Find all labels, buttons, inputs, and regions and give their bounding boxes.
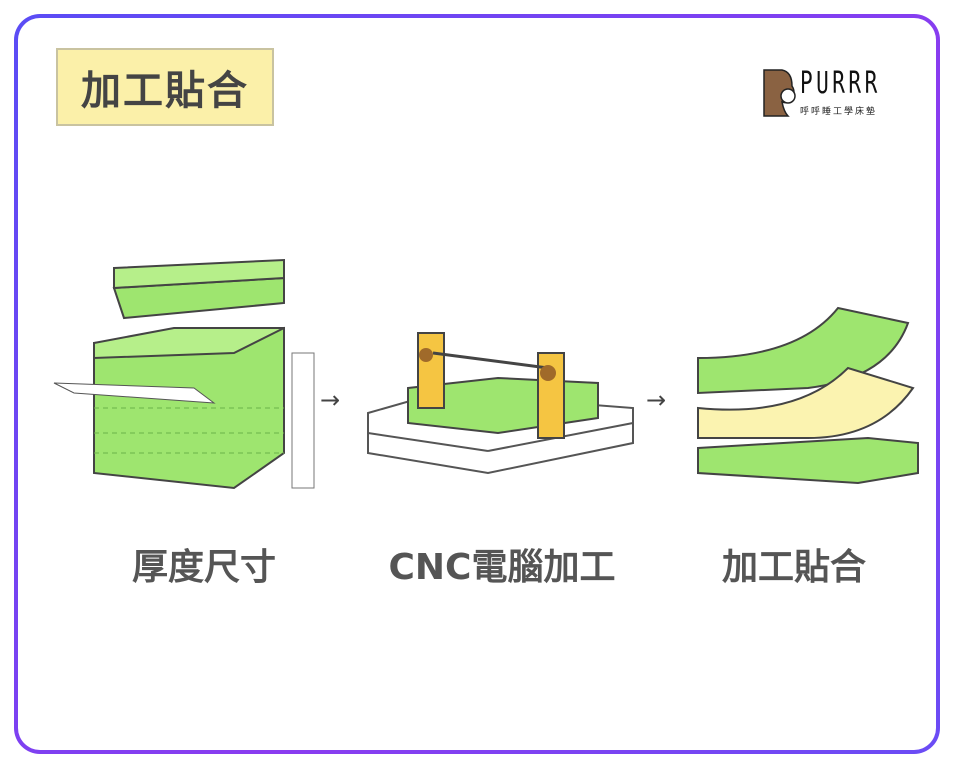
step-label-thickness: 厚度尺寸	[131, 547, 276, 588]
cnc-illustration	[367, 332, 634, 475]
card: 加工貼合 PURRR 呼呼睡工學床墊 → 厚度尺寸 → CNC電腦加工	[18, 18, 936, 750]
step-label-cnc: CNC電腦加工	[388, 547, 616, 588]
arrow-icon: →	[320, 386, 341, 414]
bear-logo-icon	[763, 69, 796, 117]
logo-subtitle: 呼呼睡工學床墊	[800, 107, 878, 117]
arrow-icon: →	[646, 386, 667, 414]
logo-name: PURRR	[800, 66, 881, 101]
lamination-illustration	[697, 306, 919, 485]
page-title: 加工貼合	[56, 48, 274, 126]
purrr-logo: PURRR 呼呼睡工學床墊	[762, 66, 902, 120]
card-frame: 加工貼合 PURRR 呼呼睡工學床墊 → 厚度尺寸 → CNC電腦加工	[14, 14, 940, 754]
thickness-illustration	[53, 258, 315, 490]
step-label-lamination: 加工貼合	[721, 547, 866, 588]
